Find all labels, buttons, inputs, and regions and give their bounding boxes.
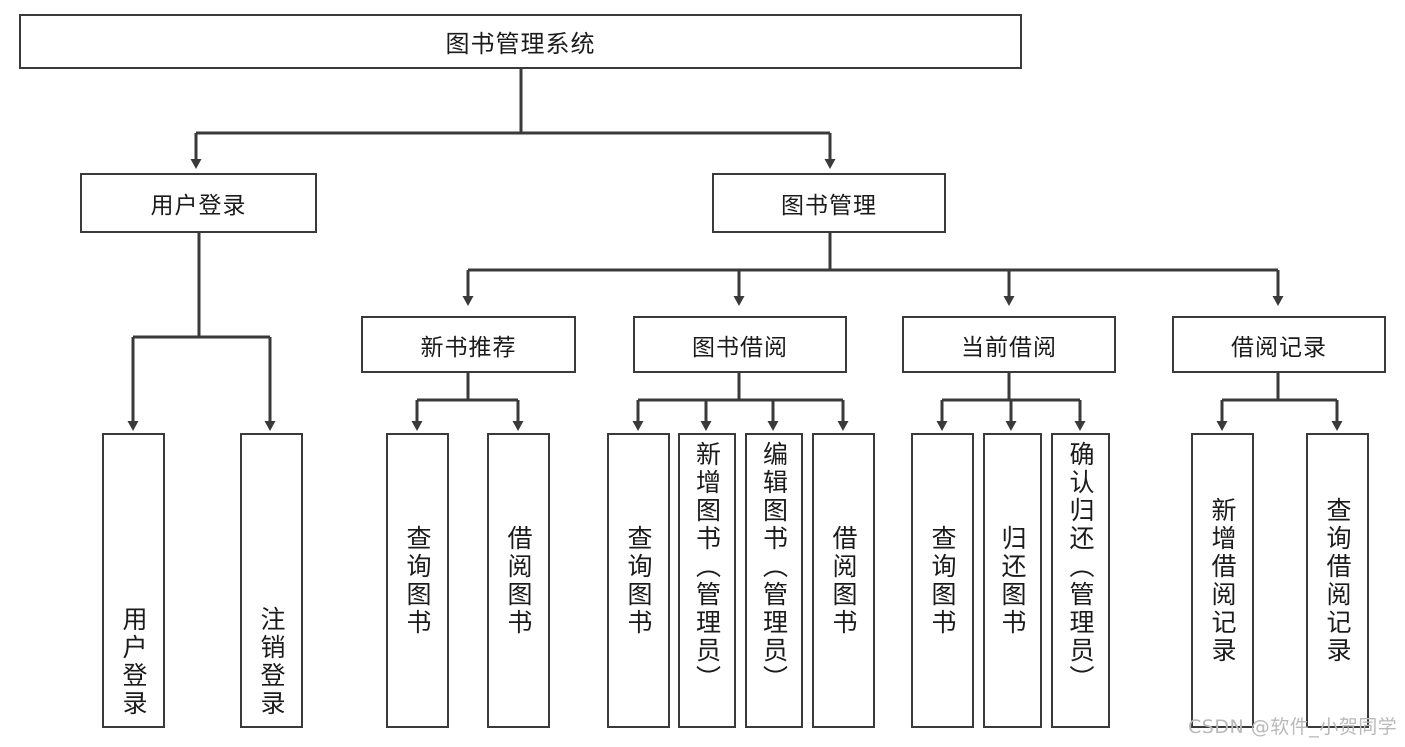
node-current-borrow[interactable]: 当前借阅: [902, 316, 1116, 373]
csdn-watermark: CSDN @软件_小贺同学: [1188, 716, 1398, 738]
leaf-query-book-3-label: 查询图书: [928, 524, 957, 637]
node-book-manage-label: 图书管理: [781, 193, 877, 219]
leaf-return-book-label: 归还图书: [998, 524, 1027, 637]
leaf-user-logout-label: 注销登录: [257, 606, 286, 718]
node-current-borrow-label: 当前借阅: [961, 334, 1057, 361]
leaf-query-book-3[interactable]: 查询图书: [911, 433, 974, 728]
leaf-borrow-book-2-label: 借阅图书: [829, 524, 858, 637]
leaf-query-book-2-label: 查询图书: [624, 524, 653, 637]
node-new-book-recommend[interactable]: 新书推荐: [361, 316, 576, 373]
node-book-borrow[interactable]: 图书借阅: [633, 316, 847, 373]
leaf-add-book[interactable]: 新增图书（管理员）: [678, 433, 736, 728]
leaf-add-book-label: 新增图书（管理员）: [692, 441, 722, 693]
leaf-query-book-2[interactable]: 查询图书: [607, 433, 670, 728]
node-user-login-label: 用户登录: [150, 193, 247, 219]
leaf-add-record-label: 新增借阅记录: [1208, 496, 1237, 665]
node-book-manage[interactable]: 图书管理: [712, 173, 946, 233]
leaf-user-login-label: 用户登录: [119, 606, 148, 718]
node-root[interactable]: 图书管理系统: [19, 14, 1022, 69]
leaf-query-book-1-label: 查询图书: [403, 524, 432, 637]
leaf-borrow-book-1-label: 借阅图书: [504, 524, 533, 637]
node-book-borrow-label: 图书借阅: [692, 334, 788, 361]
node-borrow-record[interactable]: 借阅记录: [1172, 316, 1386, 373]
leaf-edit-book[interactable]: 编辑图书（管理员）: [745, 433, 803, 728]
node-user-login[interactable]: 用户登录: [80, 173, 317, 233]
leaf-confirm-return[interactable]: 确认归还（管理员）: [1051, 433, 1110, 728]
leaf-user-logout[interactable]: 注销登录: [240, 433, 303, 728]
leaf-borrow-book-1[interactable]: 借阅图书: [487, 433, 550, 728]
leaf-add-record[interactable]: 新增借阅记录: [1191, 433, 1254, 728]
leaf-query-book-1[interactable]: 查询图书: [386, 433, 449, 728]
leaf-query-record-label: 查询借阅记录: [1323, 496, 1352, 665]
node-new-book-recommend-label: 新书推荐: [420, 334, 517, 361]
leaf-return-book[interactable]: 归还图书: [983, 433, 1042, 728]
node-root-label: 图书管理系统: [445, 30, 596, 58]
leaf-user-login[interactable]: 用户登录: [102, 433, 165, 728]
leaf-query-record[interactable]: 查询借阅记录: [1306, 433, 1369, 728]
leaf-edit-book-label: 编辑图书（管理员）: [759, 441, 789, 693]
leaf-borrow-book-2[interactable]: 借阅图书: [812, 433, 875, 728]
leaf-confirm-return-label: 确认归还（管理员）: [1066, 441, 1095, 693]
node-borrow-record-label: 借阅记录: [1231, 334, 1327, 361]
